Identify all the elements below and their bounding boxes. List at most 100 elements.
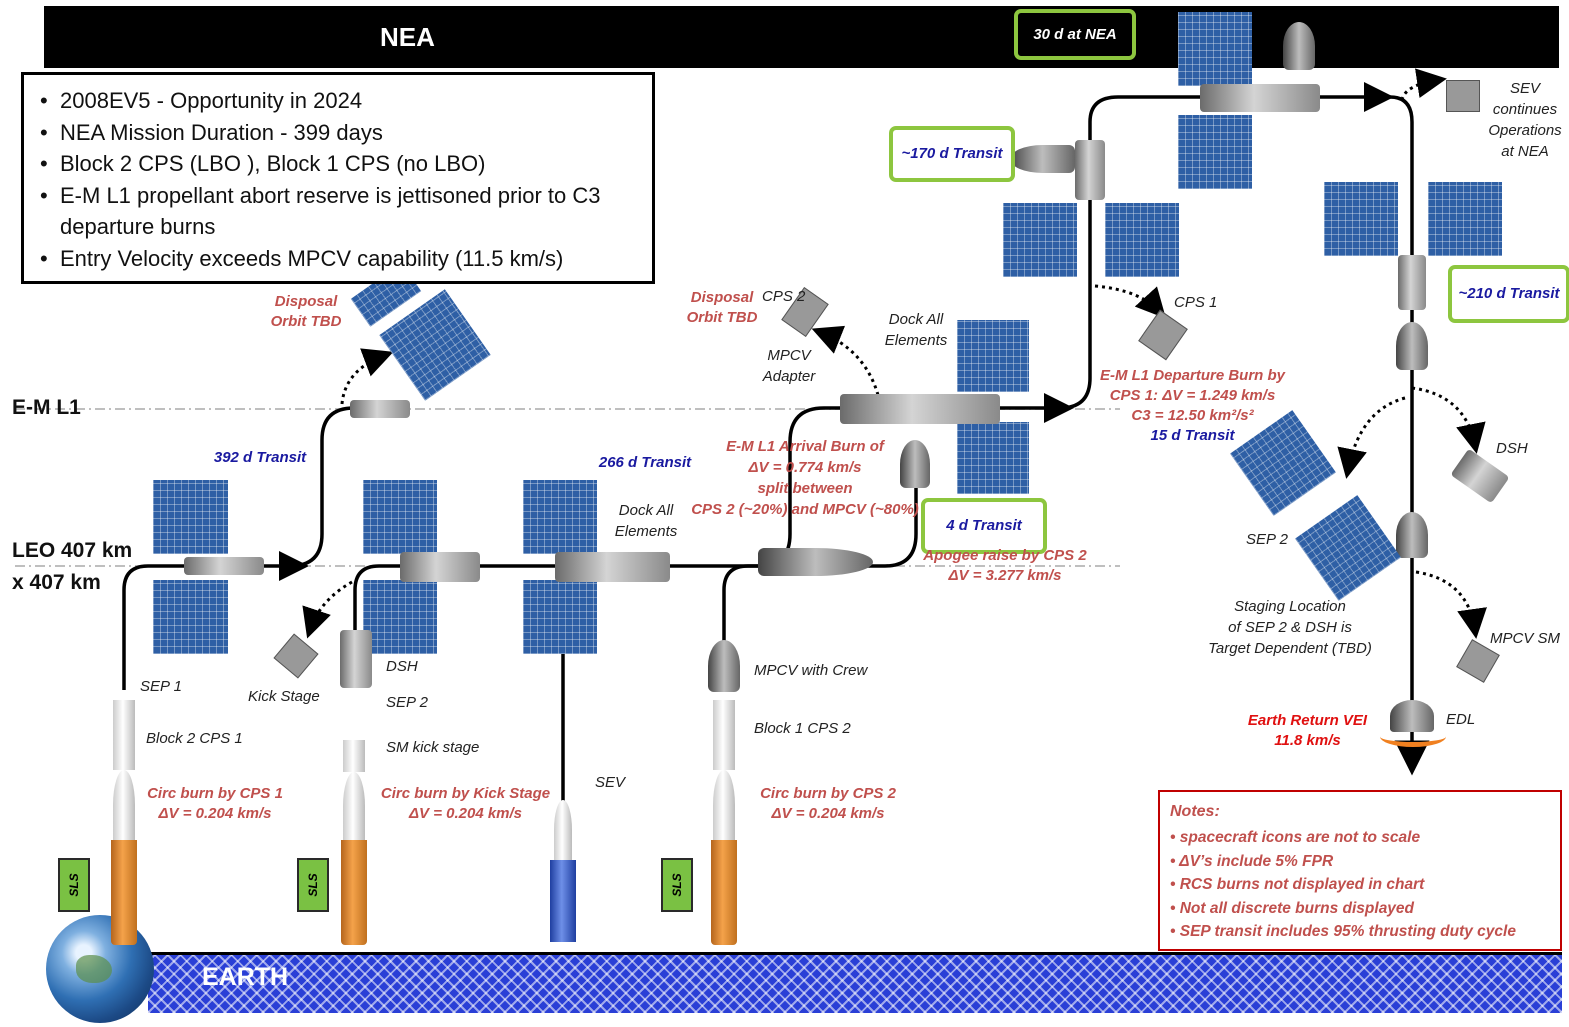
stack-module-icon: [555, 552, 670, 582]
mission-info-box: 2008EV5 - Opportunity in 2024 NEA Missio…: [21, 72, 655, 284]
sep-module-icon: [184, 557, 264, 575]
mpcv-capsule-icon: [1010, 145, 1075, 173]
sls-core-stage-icon: [711, 840, 737, 945]
dsh-return-label: DSH: [1496, 440, 1528, 457]
solar-array-icon: [153, 580, 228, 654]
sls-tag: SLS: [297, 858, 329, 912]
edl-label: EDL: [1446, 711, 1476, 728]
solar-array-icon: [523, 580, 597, 654]
sev-launch-label: SEV: [595, 774, 626, 791]
sls-upper-stage-icon: [343, 740, 365, 772]
stack-module-icon: [1200, 84, 1320, 112]
solar-array-icon: [1324, 182, 1398, 256]
mpcv-capsule-icon: [1396, 322, 1428, 370]
sep-module-icon: [350, 400, 410, 418]
sls-upper-stage-icon: [113, 700, 135, 770]
stack-module-icon: [1398, 255, 1426, 310]
solar-array-icon: [1003, 203, 1077, 277]
sm-kick-label: SM kick stage: [386, 739, 480, 756]
solar-array-icon: [523, 480, 597, 554]
info-item: Block 2 CPS (LBO ), Block 1 CPS (no LBO): [40, 148, 652, 180]
dsh-module-icon: [400, 552, 480, 582]
leo-label: LEO 407 km: [12, 539, 133, 562]
cps1-disposal-label: CPS 1: [1174, 294, 1218, 311]
transit-4-box: 4 d Transit: [921, 498, 1047, 554]
stack-module-icon: [1075, 140, 1105, 200]
launch-vehicle-core-icon: [550, 860, 576, 942]
solar-array-icon: [1105, 203, 1179, 277]
sls-tag: SLS: [661, 858, 693, 912]
mpcv-capsule-icon: [1396, 512, 1428, 558]
solar-array-icon: [363, 580, 437, 654]
heat-glow-icon: [1380, 726, 1446, 747]
sls-core-stage-icon: [341, 840, 367, 945]
transit-392-label: 392 d Transit: [213, 449, 307, 466]
transit-15-label: 15 d Transit: [1150, 427, 1235, 444]
note-item: • ΔV’s include 5% FPR: [1170, 852, 1334, 870]
mpcv-sm-label: MPCV SM: [1490, 630, 1561, 647]
transit-266-label: 266 d Transit: [598, 454, 692, 471]
info-item: 2008EV5 - Opportunity in 2024: [40, 85, 652, 117]
transit-170-box: ~170 d Transit: [889, 126, 1015, 182]
mpcv-capsule-icon: [900, 440, 930, 488]
solar-array-icon: [957, 320, 1029, 392]
dsh-launch-label: DSH: [386, 658, 418, 675]
sls-nose-icon: [713, 770, 735, 840]
separation-arrows: [302, 68, 1487, 639]
info-item: NEA Mission Duration - 399 days: [40, 117, 652, 149]
solar-array-icon: [363, 480, 437, 554]
sls-tag: SLS: [58, 858, 90, 912]
sls-nose-icon: [113, 770, 135, 840]
sls-core-stage-icon: [111, 840, 137, 945]
launch-vehicle-nose-icon: [554, 800, 572, 860]
block1-cps2-label: Block 1 CPS 2: [754, 720, 851, 737]
solar-array-icon: [957, 422, 1029, 494]
solar-array-icon: [1428, 182, 1502, 256]
sls-nose-icon: [343, 772, 365, 840]
sep2-launch-label: SEP 2: [386, 694, 428, 711]
transit-210-box: ~210 d Transit: [1448, 265, 1569, 323]
mpcv-capsule-icon: [708, 640, 740, 692]
info-item: Entry Velocity exceeds MPCV capability (…: [40, 243, 652, 275]
sev-icon: [1446, 80, 1480, 112]
note-item: • Not all discrete burns displayed: [1170, 899, 1415, 917]
cps2-disposal-label: CPS 2: [762, 288, 806, 305]
stack-module-icon: [840, 394, 1000, 424]
earth-band: [148, 952, 1562, 1013]
earth-label: EARTH: [202, 963, 289, 991]
info-item: E-M L1 propellant abort reserve is jetti…: [40, 180, 652, 243]
sep1-label: SEP 1: [140, 678, 182, 695]
solar-array-icon: [1178, 115, 1252, 189]
notes-box: Notes: • spacecraft icons are not to sca…: [1158, 790, 1562, 951]
kick-stage-label: Kick Stage: [248, 688, 320, 705]
mpcv-capsule-icon: [758, 548, 873, 576]
note-item: • SEP transit includes 95% thrusting dut…: [1170, 923, 1516, 940]
notes-title: Notes:: [1170, 803, 1220, 820]
sls-upper-stage-icon: [713, 700, 735, 770]
note-item: • spacecraft icons are not to scale: [1170, 829, 1421, 846]
em-l1-label: E-M L1: [12, 396, 81, 419]
nea-label: NEA: [380, 22, 435, 52]
mpcv-capsule-icon: [1283, 22, 1315, 70]
leo-label-2: x 407 km: [12, 571, 101, 594]
block2-cps1-label: Block 2 CPS 1: [146, 730, 243, 747]
dsh-module-icon: [340, 630, 372, 688]
sep2-return-label: SEP 2: [1246, 531, 1288, 548]
trajectory-arrows: [270, 82, 1394, 581]
solar-array-icon: [153, 480, 228, 554]
note-item: • RCS burns not displayed in chart: [1170, 876, 1425, 893]
